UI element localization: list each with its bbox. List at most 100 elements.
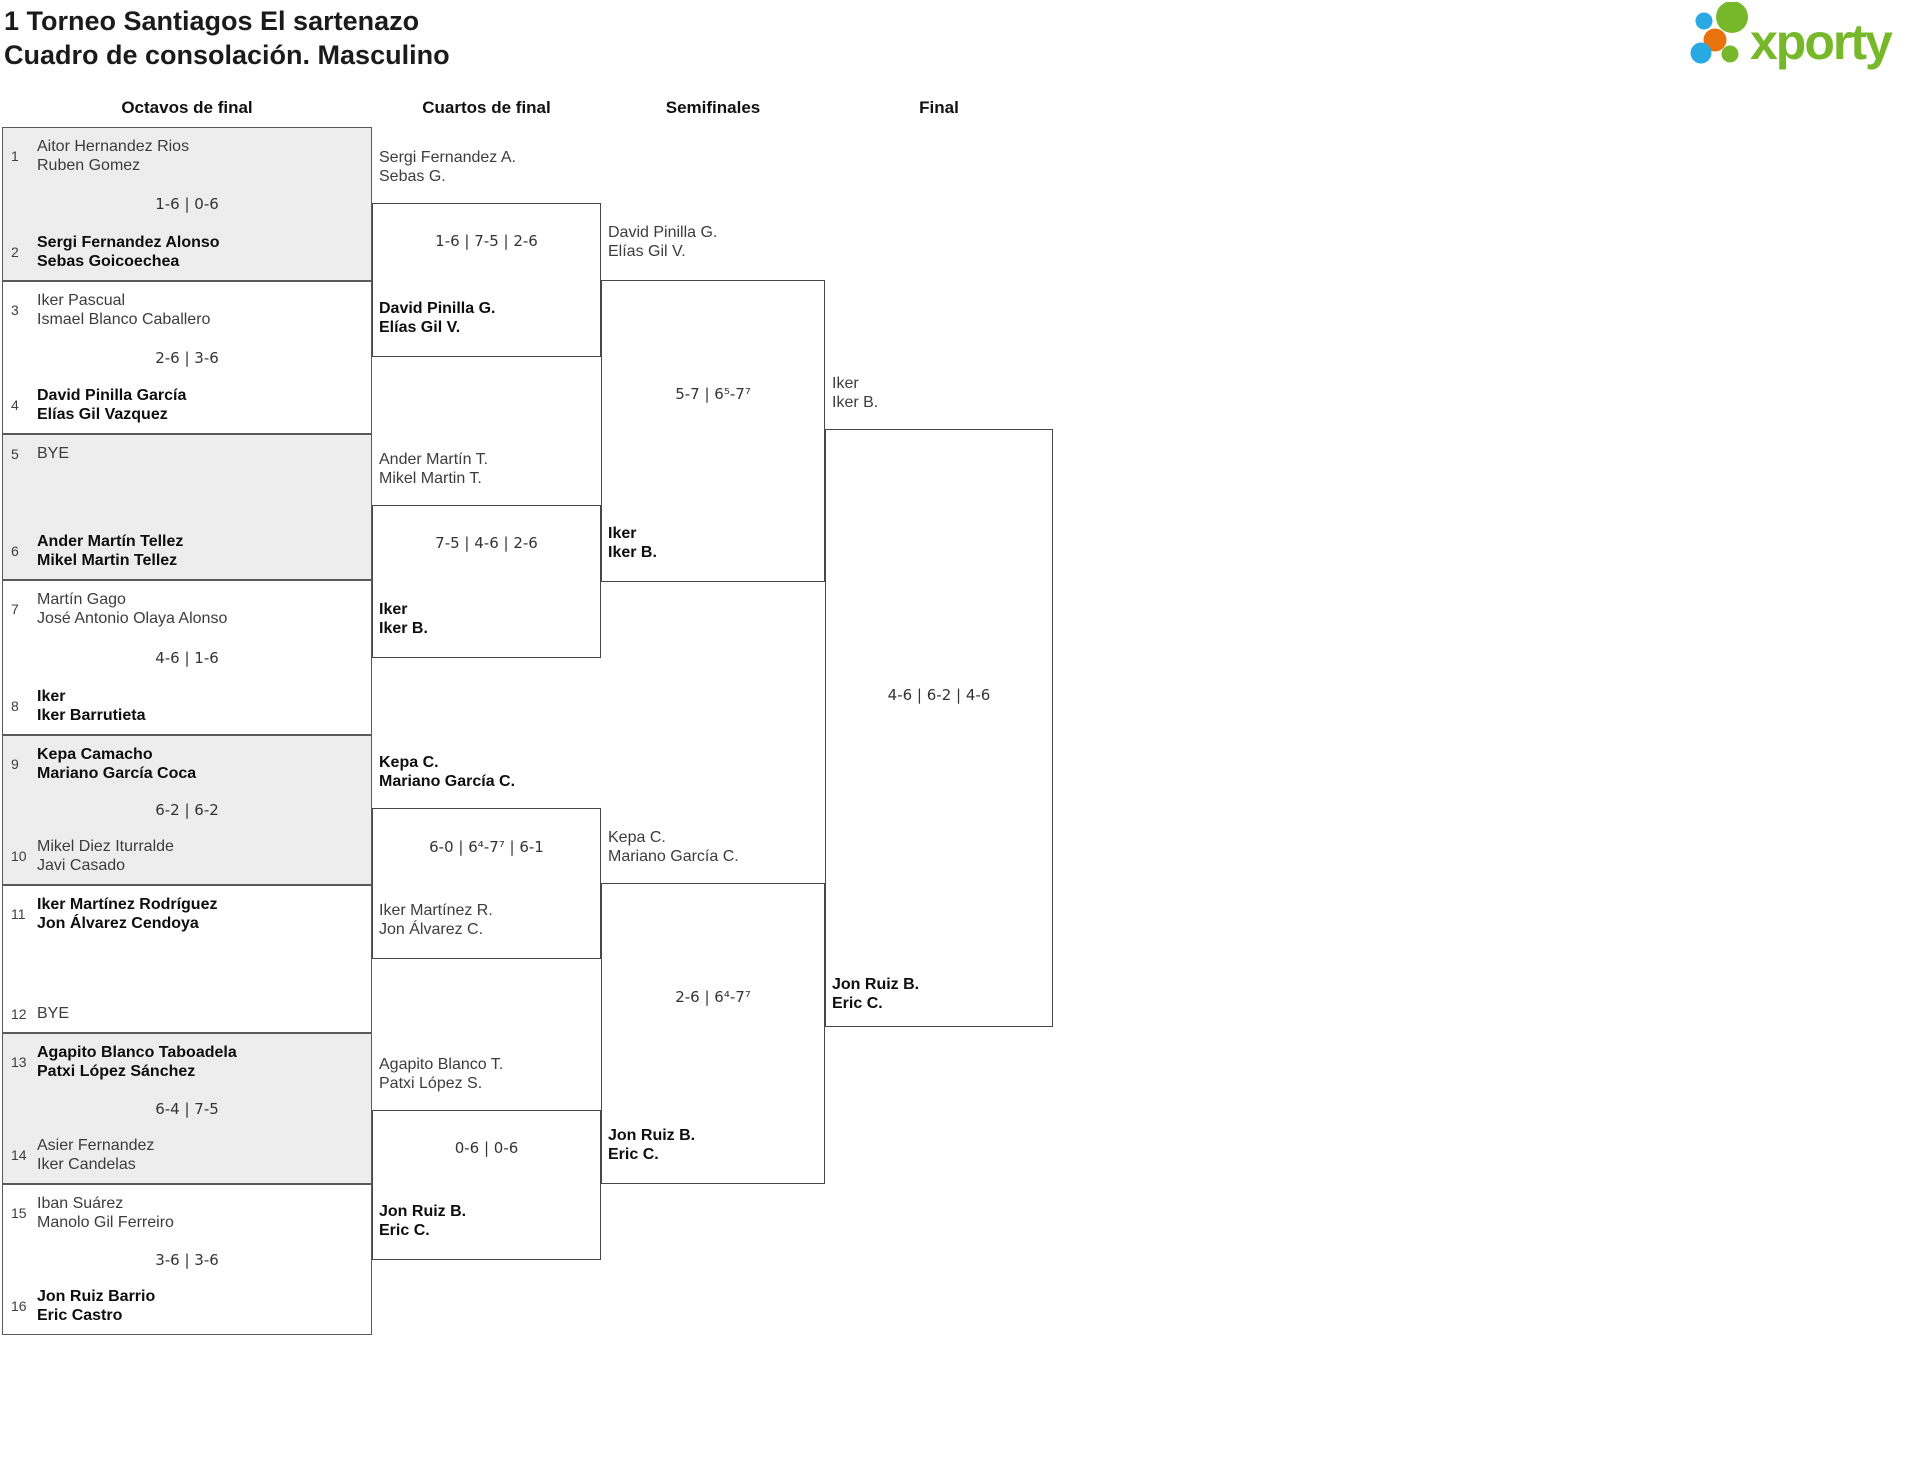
- match-box: [372, 505, 601, 658]
- seed-number: 14: [11, 1147, 27, 1163]
- seed-number: 9: [11, 756, 19, 772]
- seed-number: 12: [11, 1005, 27, 1022]
- match-score: 7-5 | 4-6 | 2-6: [435, 534, 538, 552]
- match-qf-4: Agapito Blanco T.Patxi López S. 0-6 | 0-…: [372, 1055, 601, 1260]
- logo-wordmark: xporty: [1750, 14, 1893, 70]
- match-sf-1: David Pinilla G.Elías Gil V. 5-7 | 6⁵-7⁷…: [601, 223, 825, 582]
- round-header-cuartos: Cuartos de final: [422, 98, 551, 117]
- seed-number: 4: [11, 397, 19, 413]
- tournament-title: 1 Torneo Santiagos El sartenazo: [4, 6, 420, 36]
- match-qf-1: Sergi Fernandez A.Sebas G. 1-6 | 7-5 | 2…: [372, 148, 601, 357]
- logo-dot-green-big: [1716, 1, 1748, 33]
- team-row: 5 BYE: [3, 444, 371, 463]
- match-score: 6-2 | 6-2: [155, 801, 219, 819]
- seed-number: 2: [11, 244, 19, 260]
- match-score: 6-0 | 6⁴-7⁷ | 6-1: [429, 838, 544, 856]
- team-top-label: Sergi Fernandez A.Sebas G.: [379, 149, 516, 185]
- team-winner-label: David Pinilla G.Elías Gil V.: [379, 300, 496, 336]
- seed-number: 3: [11, 302, 19, 318]
- match-qf-3: Kepa C.Mariano García C. 6-0 | 6⁴-7⁷ | 6…: [372, 753, 601, 959]
- seed-number: 1: [11, 148, 19, 164]
- round-header-semifinales: Semifinales: [665, 98, 761, 117]
- seed-number: 13: [11, 1054, 27, 1070]
- match-box: [601, 883, 825, 1184]
- team-top-label: Ander Martín T.Mikel Martin T.: [379, 451, 489, 487]
- seed-number: 8: [11, 698, 19, 714]
- match-box: [372, 203, 601, 357]
- team-winner-label: Jon Ruiz B.Eric C.: [832, 976, 920, 1012]
- match-sf-2: Kepa C.Mariano García C. 2-6 | 6⁴-7⁷ Jon…: [601, 828, 825, 1184]
- match-score: 3-6 | 3-6: [155, 1250, 219, 1269]
- match-score: 5-7 | 6⁵-7⁷: [675, 385, 751, 403]
- match-score: 1-6 | 0-6: [155, 195, 219, 213]
- team-top-label: Agapito Blanco T.Patxi López S.: [379, 1056, 504, 1092]
- team-top-label: Kepa C.Mariano García C.: [608, 829, 739, 865]
- seed-number: 5: [11, 445, 19, 462]
- match-box: [601, 280, 825, 582]
- match-score: 6-4 | 7-5: [155, 1099, 219, 1118]
- seed-number: 10: [11, 848, 27, 864]
- logo-dot-green-small: [1721, 45, 1739, 63]
- match-score: 4-6 | 1-6: [155, 648, 219, 667]
- seed-number: 6: [11, 543, 19, 559]
- team-row: 12 BYE: [3, 1004, 371, 1023]
- match-score: 1-6 | 7-5 | 2-6: [435, 232, 538, 250]
- team-top-label: David Pinilla G.Elías Gil V.: [608, 224, 718, 260]
- match-box: [825, 429, 1053, 1027]
- team-names: BYE: [37, 1005, 70, 1022]
- match-score: 0-6 | 0-6: [454, 1139, 519, 1157]
- team-winner-label: Jon Ruiz B.Eric C.: [379, 1203, 467, 1239]
- seed-number: 11: [11, 906, 26, 922]
- match-score: 2-6 | 6⁴-7⁷: [675, 988, 751, 1006]
- round-header-final: Final: [919, 98, 959, 117]
- seed-number: 16: [11, 1298, 27, 1314]
- bracket-subtitle: Cuadro de consolación. Masculino: [4, 40, 450, 70]
- round-header-octavos: Octavos de final: [121, 98, 253, 117]
- match-box: [372, 1110, 601, 1260]
- match-qf-2: Ander Martín T.Mikel Martin T. 7-5 | 4-6…: [372, 450, 601, 658]
- team-top-label: Kepa C.Mariano García C.: [379, 754, 516, 790]
- logo-dot-orange: [1703, 28, 1727, 52]
- match-score: 4-6 | 6-2 | 4-6: [887, 686, 991, 704]
- logo-dot-blue-small: [1695, 12, 1713, 30]
- xporty-logo[interactable]: xporty: [1680, 1, 1916, 75]
- seed-number: 15: [11, 1205, 27, 1221]
- team-winner-label: Jon Ruiz B.Eric C.: [608, 1127, 696, 1163]
- match-box: [372, 808, 601, 959]
- team-names: BYE: [37, 445, 70, 462]
